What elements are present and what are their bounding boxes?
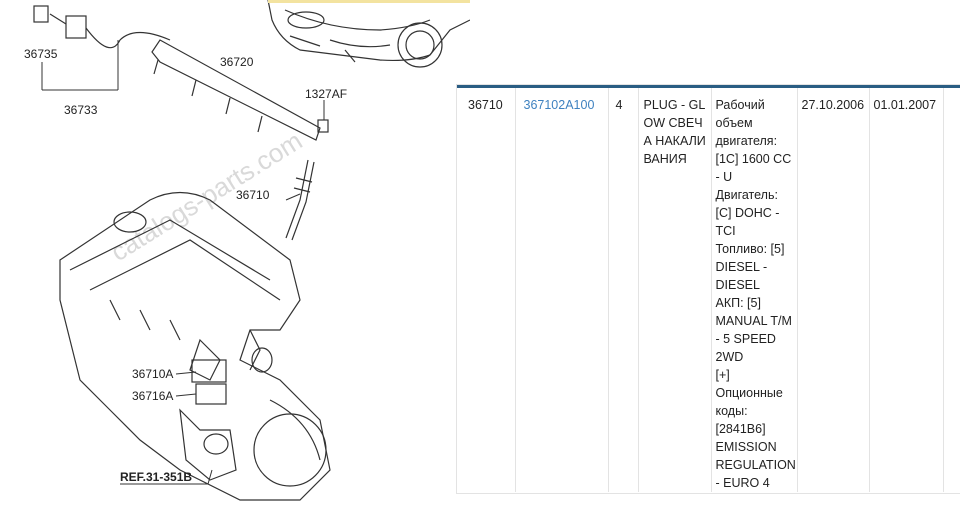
description-line: коды: [715, 404, 748, 418]
cell-description: Рабочий объем двигателя: [1C] 1600 CC - … [711, 88, 798, 492]
leader-36710 [285, 193, 301, 201]
description-line: объем [715, 116, 753, 130]
engine-diagram-drawing: catalogs-parts.com [24, 0, 470, 501]
description-line: DIESEL [715, 278, 760, 292]
description-line: Топливо: [5] [715, 242, 785, 256]
callout-36733[interactable]: 36733 [64, 103, 98, 117]
parts-table: 36710 367102A100 4 PLUG - GLOW СВЕЧА НАК… [457, 88, 960, 492]
callout-36716a[interactable]: 36716A [132, 389, 173, 403]
callout-1327af[interactable]: 1327AF [305, 87, 347, 101]
cell-part-number: 367102A100 [515, 88, 609, 492]
description-line: [2841B6] [715, 422, 766, 436]
car-illustration [267, 0, 470, 68]
description-line: двигателя: [715, 134, 778, 148]
harness-36720 [151, 39, 321, 141]
glow-plug-drawing [285, 119, 329, 241]
reference-label[interactable]: REF.31-351B [120, 470, 192, 484]
description-line: REGULATION [715, 458, 796, 472]
cell-extra [943, 88, 960, 492]
part-number-link[interactable]: 367102A100 [523, 98, 595, 112]
callout-36710a[interactable]: 36710A [132, 367, 173, 381]
panel-accent-bar [457, 85, 960, 88]
table-row[interactable]: 36710 367102A100 4 PLUG - GLOW СВЕЧА НАК… [457, 88, 960, 492]
cell-name: PLUG - GLOW СВЕЧА НАКАЛИВАНИЯ [638, 88, 712, 492]
description-line: Двигатель: [715, 188, 778, 202]
description-line: DIESEL - [715, 260, 768, 274]
leader-36710a [175, 371, 197, 375]
leader-36716a [175, 393, 197, 397]
top-highlight-strip [268, 0, 470, 3]
description-line: - U [715, 170, 733, 184]
parts-table-panel: 36710 367102A100 4 PLUG - GLOW СВЕЧА НАК… [456, 84, 960, 494]
description-line: MANUAL T/M [715, 314, 792, 328]
description-line: АКП: [5] [715, 296, 761, 310]
cell-quantity: 4 [608, 88, 639, 492]
parts-diagram: catalogs-parts.com [0, 0, 470, 531]
callout-36710[interactable]: 36710 [236, 188, 270, 202]
cell-date-from: 27.10.2006 [797, 88, 870, 492]
description-line: - 5 SPEED [715, 332, 776, 346]
description-line: Рабочий [715, 98, 765, 112]
description-line: 2WD [715, 350, 744, 364]
callout-36735[interactable]: 36735 [24, 47, 58, 61]
watermark-text: catalogs-parts.com [105, 125, 307, 267]
engine-block [59, 191, 331, 501]
cell-date-to: 01.01.2007 [869, 88, 944, 492]
description-line: EMISSION [715, 440, 777, 454]
callout-36720[interactable]: 36720 [220, 55, 254, 69]
description-line: - EURO 4 [715, 476, 770, 490]
description-line: Опционные [715, 386, 783, 400]
description-line: [C] DOHC - [715, 206, 780, 220]
ref-pointer [207, 469, 213, 485]
cell-code: 36710 [457, 88, 516, 492]
expand-options-toggle[interactable]: [+] [715, 368, 730, 382]
description-line: [1C] 1600 CC [715, 152, 792, 166]
description-line: TCI [715, 224, 736, 238]
connector-36735 [33, 5, 171, 49]
